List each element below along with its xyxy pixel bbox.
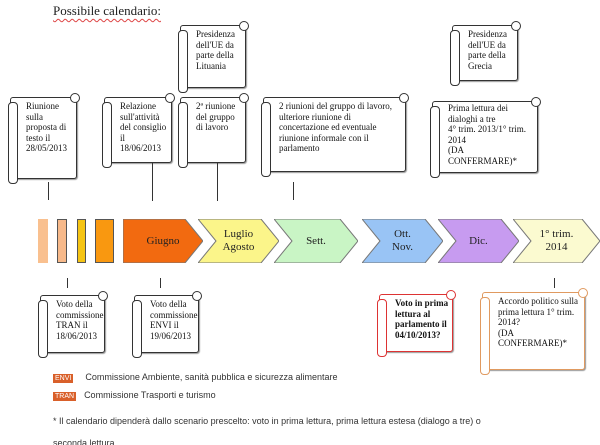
connector-line [293, 182, 294, 200]
scroll-seconda-riunione: 2ª riunione del gruppo di lavoro [178, 93, 249, 168]
timeline-chevron: Ott. Nov. [362, 219, 443, 263]
connector-line [152, 163, 153, 201]
timeline-label: 1° trim. 2014 [539, 228, 574, 253]
scroll-text: Prima lettura dei dialoghi a tre 4° trim… [448, 103, 526, 166]
scroll-relazione: Relazione sull'attività del consiglio il… [102, 93, 175, 168]
scroll-lituania: Presidenza dell'UE da parte della Lituan… [178, 21, 249, 93]
scroll-voto-envi: Voto della commissione ENVI il 19/06/201… [132, 291, 202, 358]
timeline-label: Luglio Agosto [222, 228, 255, 253]
scroll-accordo-politico: Accordo politico sulla prima lettura 1° … [480, 288, 588, 375]
scroll-text: Presidenza dell'UE da parte della Lituan… [196, 29, 235, 71]
timeline-label: Sett. [306, 234, 326, 247]
connector-line [217, 163, 218, 201]
scroll-text: Presidenza dell'UE da parte della Grecia [468, 29, 507, 71]
diagram-title: Possibile calendario: [53, 3, 161, 18]
connector-line [48, 182, 49, 200]
scroll-text: Riunione sulla proposta di testo il 28/0… [26, 101, 68, 153]
scroll-text: 2 riunioni del gruppo di lavoro, ulterio… [279, 101, 392, 153]
scroll-text: 2ª riunione del gruppo di lavoro [196, 101, 236, 132]
scroll-voto-parlamento: Voto in prima lettura al parlamento il 0… [377, 290, 456, 357]
timeline-block [57, 219, 67, 263]
timeline-label: Giugno [146, 234, 180, 247]
legend-text: Commissione Trasporti e turismo [84, 390, 216, 400]
timeline-block [95, 219, 114, 263]
timeline-chevron: Dic. [438, 219, 519, 263]
timeline-chevron: 1° trim. 2014 [513, 219, 600, 263]
scroll-text: Voto in prima lettura al parlamento il 0… [395, 298, 449, 340]
connector-line [160, 278, 161, 288]
timeline-label: Dic. [469, 234, 488, 247]
scroll-voto-tran: Voto della commissione TRAN il 18/06/201… [38, 291, 108, 358]
scroll-text: Relazione sull'attività del consiglio il… [120, 101, 167, 153]
footnote: * Il calendario dipenderà dallo scenario… [53, 416, 481, 445]
legend-envi: ENVI Commissione Ambiente, sanità pubblic… [53, 372, 337, 383]
scroll-grecia: Presidenza dell'UE da parte della Grecia [450, 21, 521, 86]
timeline-chevron: Giugno [123, 219, 203, 263]
envi-badge: ENVI [53, 374, 74, 383]
timeline-chevron: Luglio Agosto [198, 219, 279, 263]
scroll-text: Voto della commissione ENVI il 19/06/201… [150, 299, 198, 341]
connector-line [554, 278, 555, 288]
connector-line [67, 278, 68, 288]
tran-badge: TRAN [53, 392, 77, 401]
scroll-text: Accordo politico sulla prima lettura 1° … [498, 296, 578, 348]
timeline-block [77, 219, 86, 263]
scroll-text: Voto della commissione TRAN il 18/06/201… [56, 299, 104, 341]
timeline-label: Ott. Nov. [392, 228, 413, 253]
scroll-riunione: Riunione sulla proposta di testo il 28/0… [8, 93, 80, 184]
timeline-chevron: Sett. [274, 219, 358, 263]
scroll-riunioni-gruppo: 2 riunioni del gruppo di lavoro, ulterio… [261, 93, 409, 177]
legend-tran: TRAN Commissione Trasporti e turismo [53, 390, 216, 401]
legend-text: Commissione Ambiente, sanità pubblica e … [85, 372, 338, 382]
timeline-block [38, 219, 48, 263]
scroll-prima-lettura: Prima lettura dei dialoghi a tre 4° trim… [430, 97, 541, 178]
